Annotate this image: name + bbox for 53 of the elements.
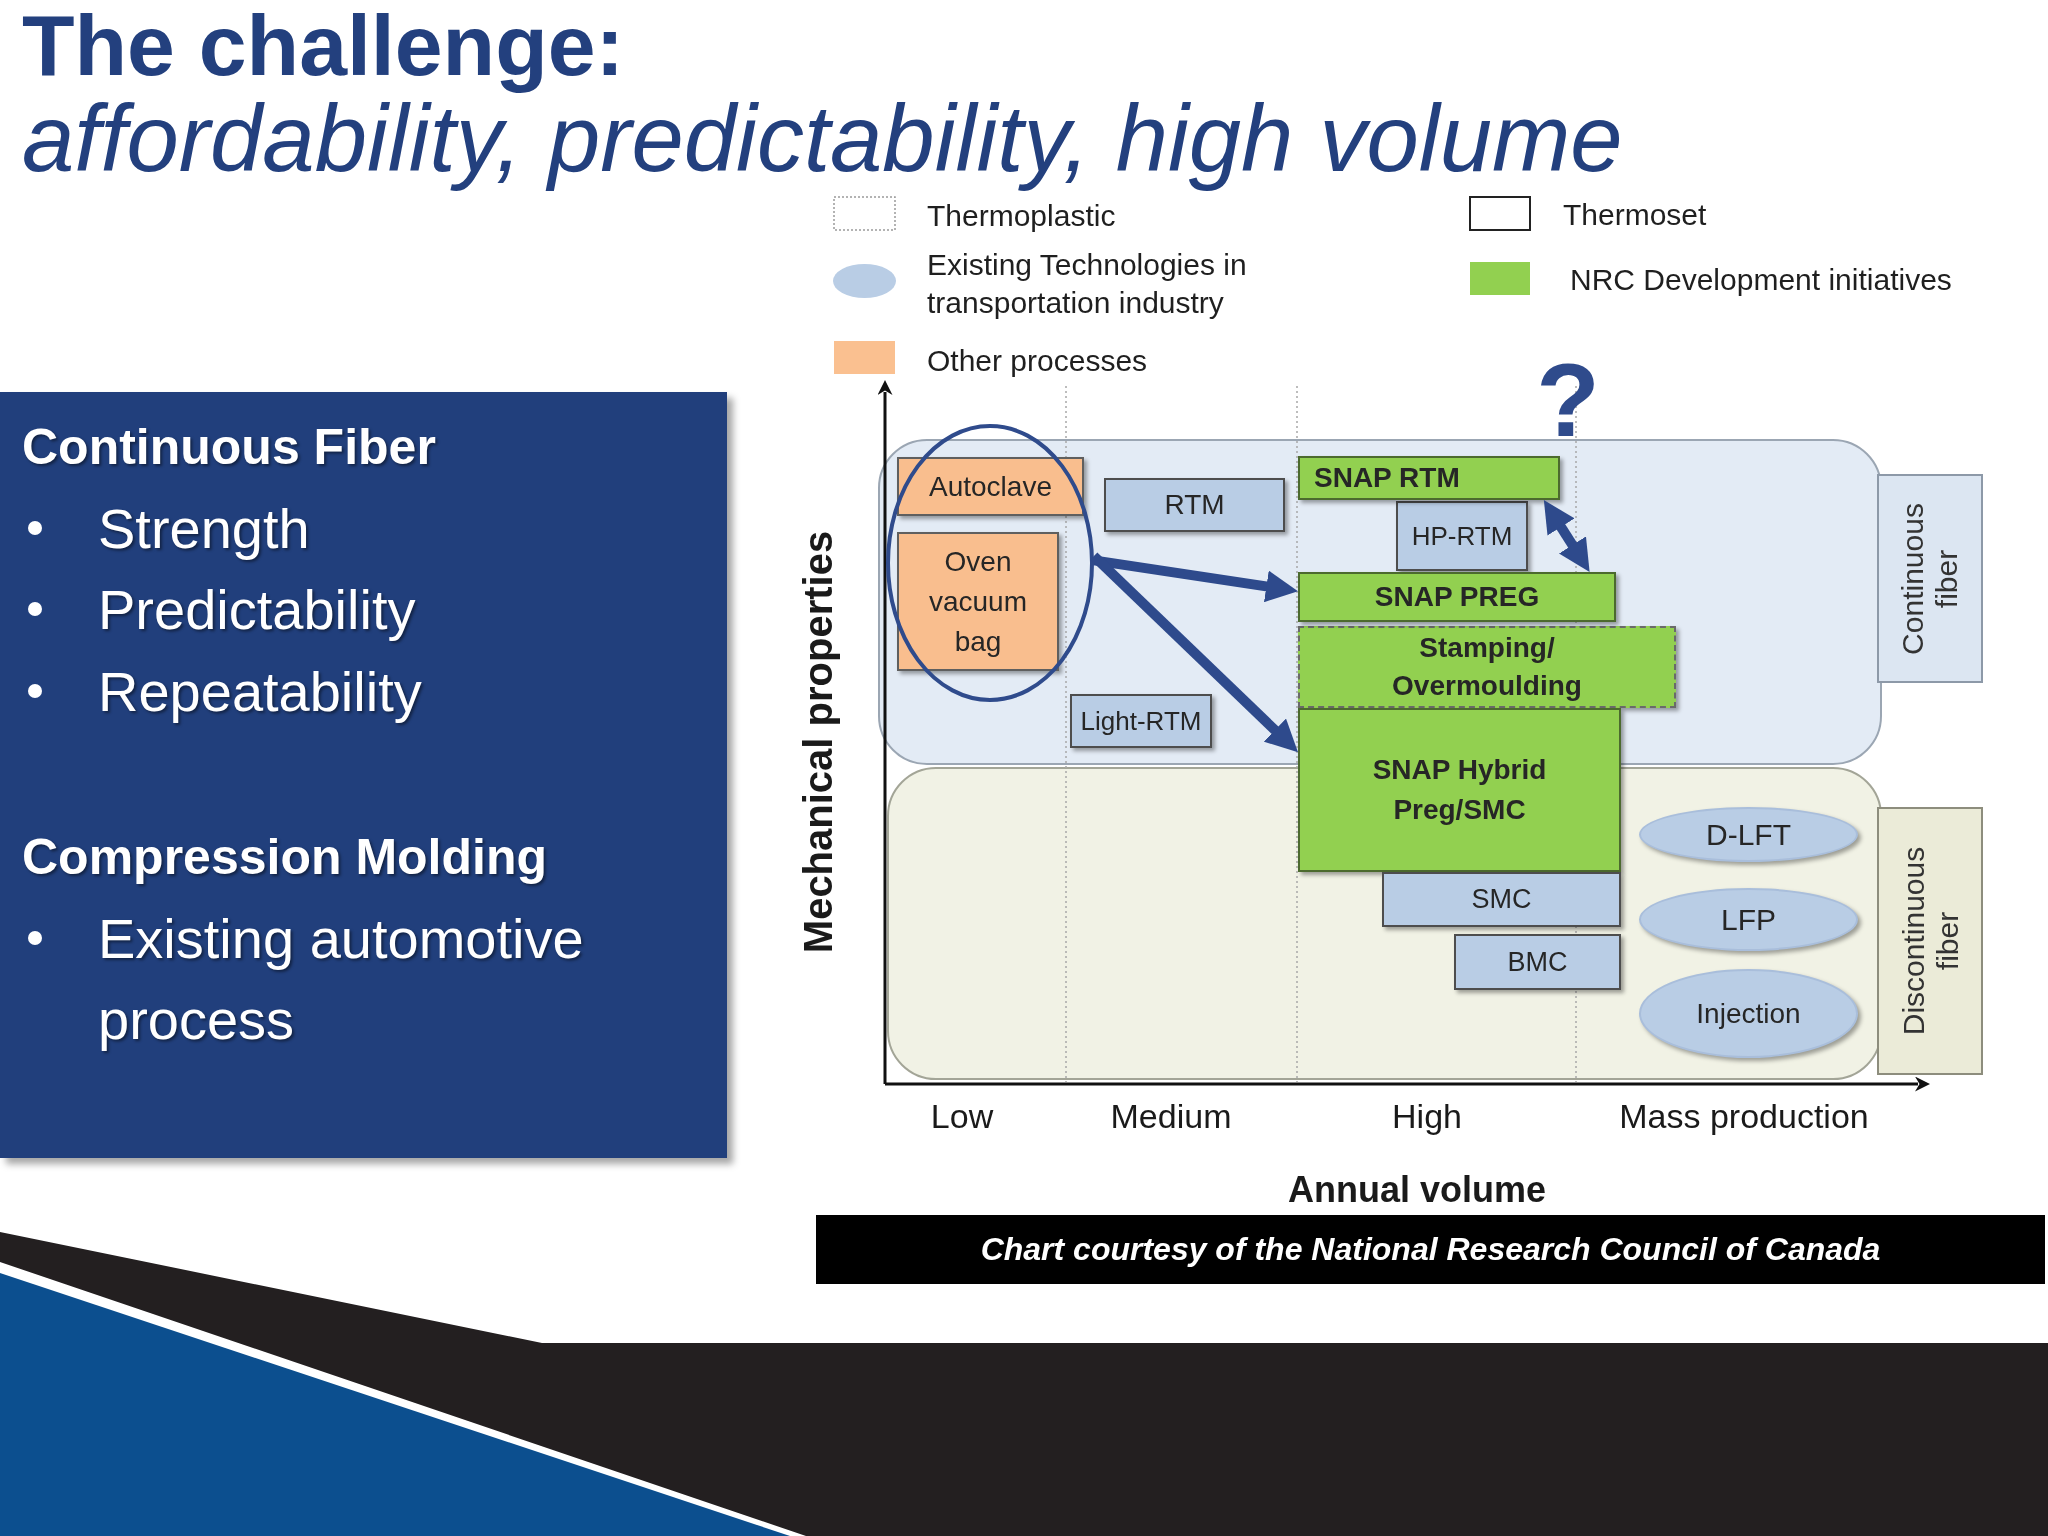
legend-label: Thermoplastic bbox=[927, 198, 1117, 234]
category-label: Discontinuous fiber bbox=[1896, 845, 1964, 1038]
legend-label: Thermoset bbox=[1563, 197, 1708, 233]
axis-tick-label: High bbox=[1392, 1097, 1462, 1137]
axis-title: Annual volume bbox=[1288, 1169, 1546, 1211]
axis-tick-label: Medium bbox=[1110, 1097, 1232, 1137]
process-label: HP-RTM bbox=[1411, 521, 1513, 551]
process-label: SNAP RTM bbox=[1314, 462, 1460, 494]
panel-heading: Continuous Fiber bbox=[22, 418, 436, 477]
process-box bbox=[1298, 708, 1621, 872]
category-box bbox=[1877, 474, 1983, 683]
bullet-text: Strength bbox=[98, 496, 311, 562]
process-box bbox=[897, 532, 1059, 671]
bullet-text: Repeatability bbox=[98, 659, 423, 725]
process-label: SNAP PREG bbox=[1374, 581, 1540, 613]
process-label: Light-RTM bbox=[1080, 706, 1202, 736]
process-box bbox=[897, 457, 1084, 516]
text-panel bbox=[0, 392, 727, 1158]
bullet-text: Predictability bbox=[98, 577, 417, 643]
process-label: SMC bbox=[1471, 884, 1532, 915]
process-label: RTM bbox=[1164, 489, 1225, 521]
process-label: Oven vacuum bag bbox=[927, 544, 1028, 659]
category-box bbox=[1877, 807, 1983, 1075]
process-label: LFP bbox=[1721, 902, 1776, 937]
question-mark: ? bbox=[1536, 348, 1600, 452]
arrow bbox=[1093, 555, 1298, 603]
legend-label: NRC Development initiatives bbox=[1570, 262, 1953, 298]
axis-title: Mechanical properties bbox=[795, 530, 841, 954]
process-label: Injection bbox=[1696, 997, 1801, 1030]
slide-title: The challenge: affordability, predictability, high volume bbox=[22, 0, 1624, 192]
double-arrow bbox=[1543, 500, 1590, 572]
legend-label: Other processes bbox=[927, 343, 1149, 379]
legend-label: Existing Technologies in transportation industry bbox=[927, 247, 1248, 321]
process-box bbox=[1454, 934, 1621, 990]
bullet-text: Existing automotive process bbox=[98, 906, 585, 1053]
process-box bbox=[1382, 872, 1621, 927]
panel-heading: Compression Molding bbox=[22, 828, 547, 887]
caption: Chart courtesy of the National Research Council of Canada bbox=[980, 1231, 1881, 1268]
axis-tick-label: Mass production bbox=[1619, 1097, 1869, 1137]
process-box bbox=[1104, 478, 1285, 532]
process-label: Autoclave bbox=[929, 470, 1052, 503]
arrow bbox=[1090, 552, 1298, 753]
process-box bbox=[1298, 456, 1560, 500]
process-box bbox=[1298, 572, 1616, 622]
process-label: SNAP Hybrid Preg/SMC bbox=[1371, 753, 1548, 827]
process-label: Stamping/ Overmoulding bbox=[1391, 631, 1583, 703]
axis-tick-label: Low bbox=[930, 1097, 994, 1137]
category-label: Continuous fiber bbox=[1896, 501, 1964, 657]
process-box bbox=[1070, 694, 1212, 748]
process-label: D-LFT bbox=[1706, 817, 1791, 852]
process-label: BMC bbox=[1507, 946, 1568, 978]
process-box bbox=[1298, 626, 1676, 708]
process-box bbox=[1396, 501, 1528, 571]
